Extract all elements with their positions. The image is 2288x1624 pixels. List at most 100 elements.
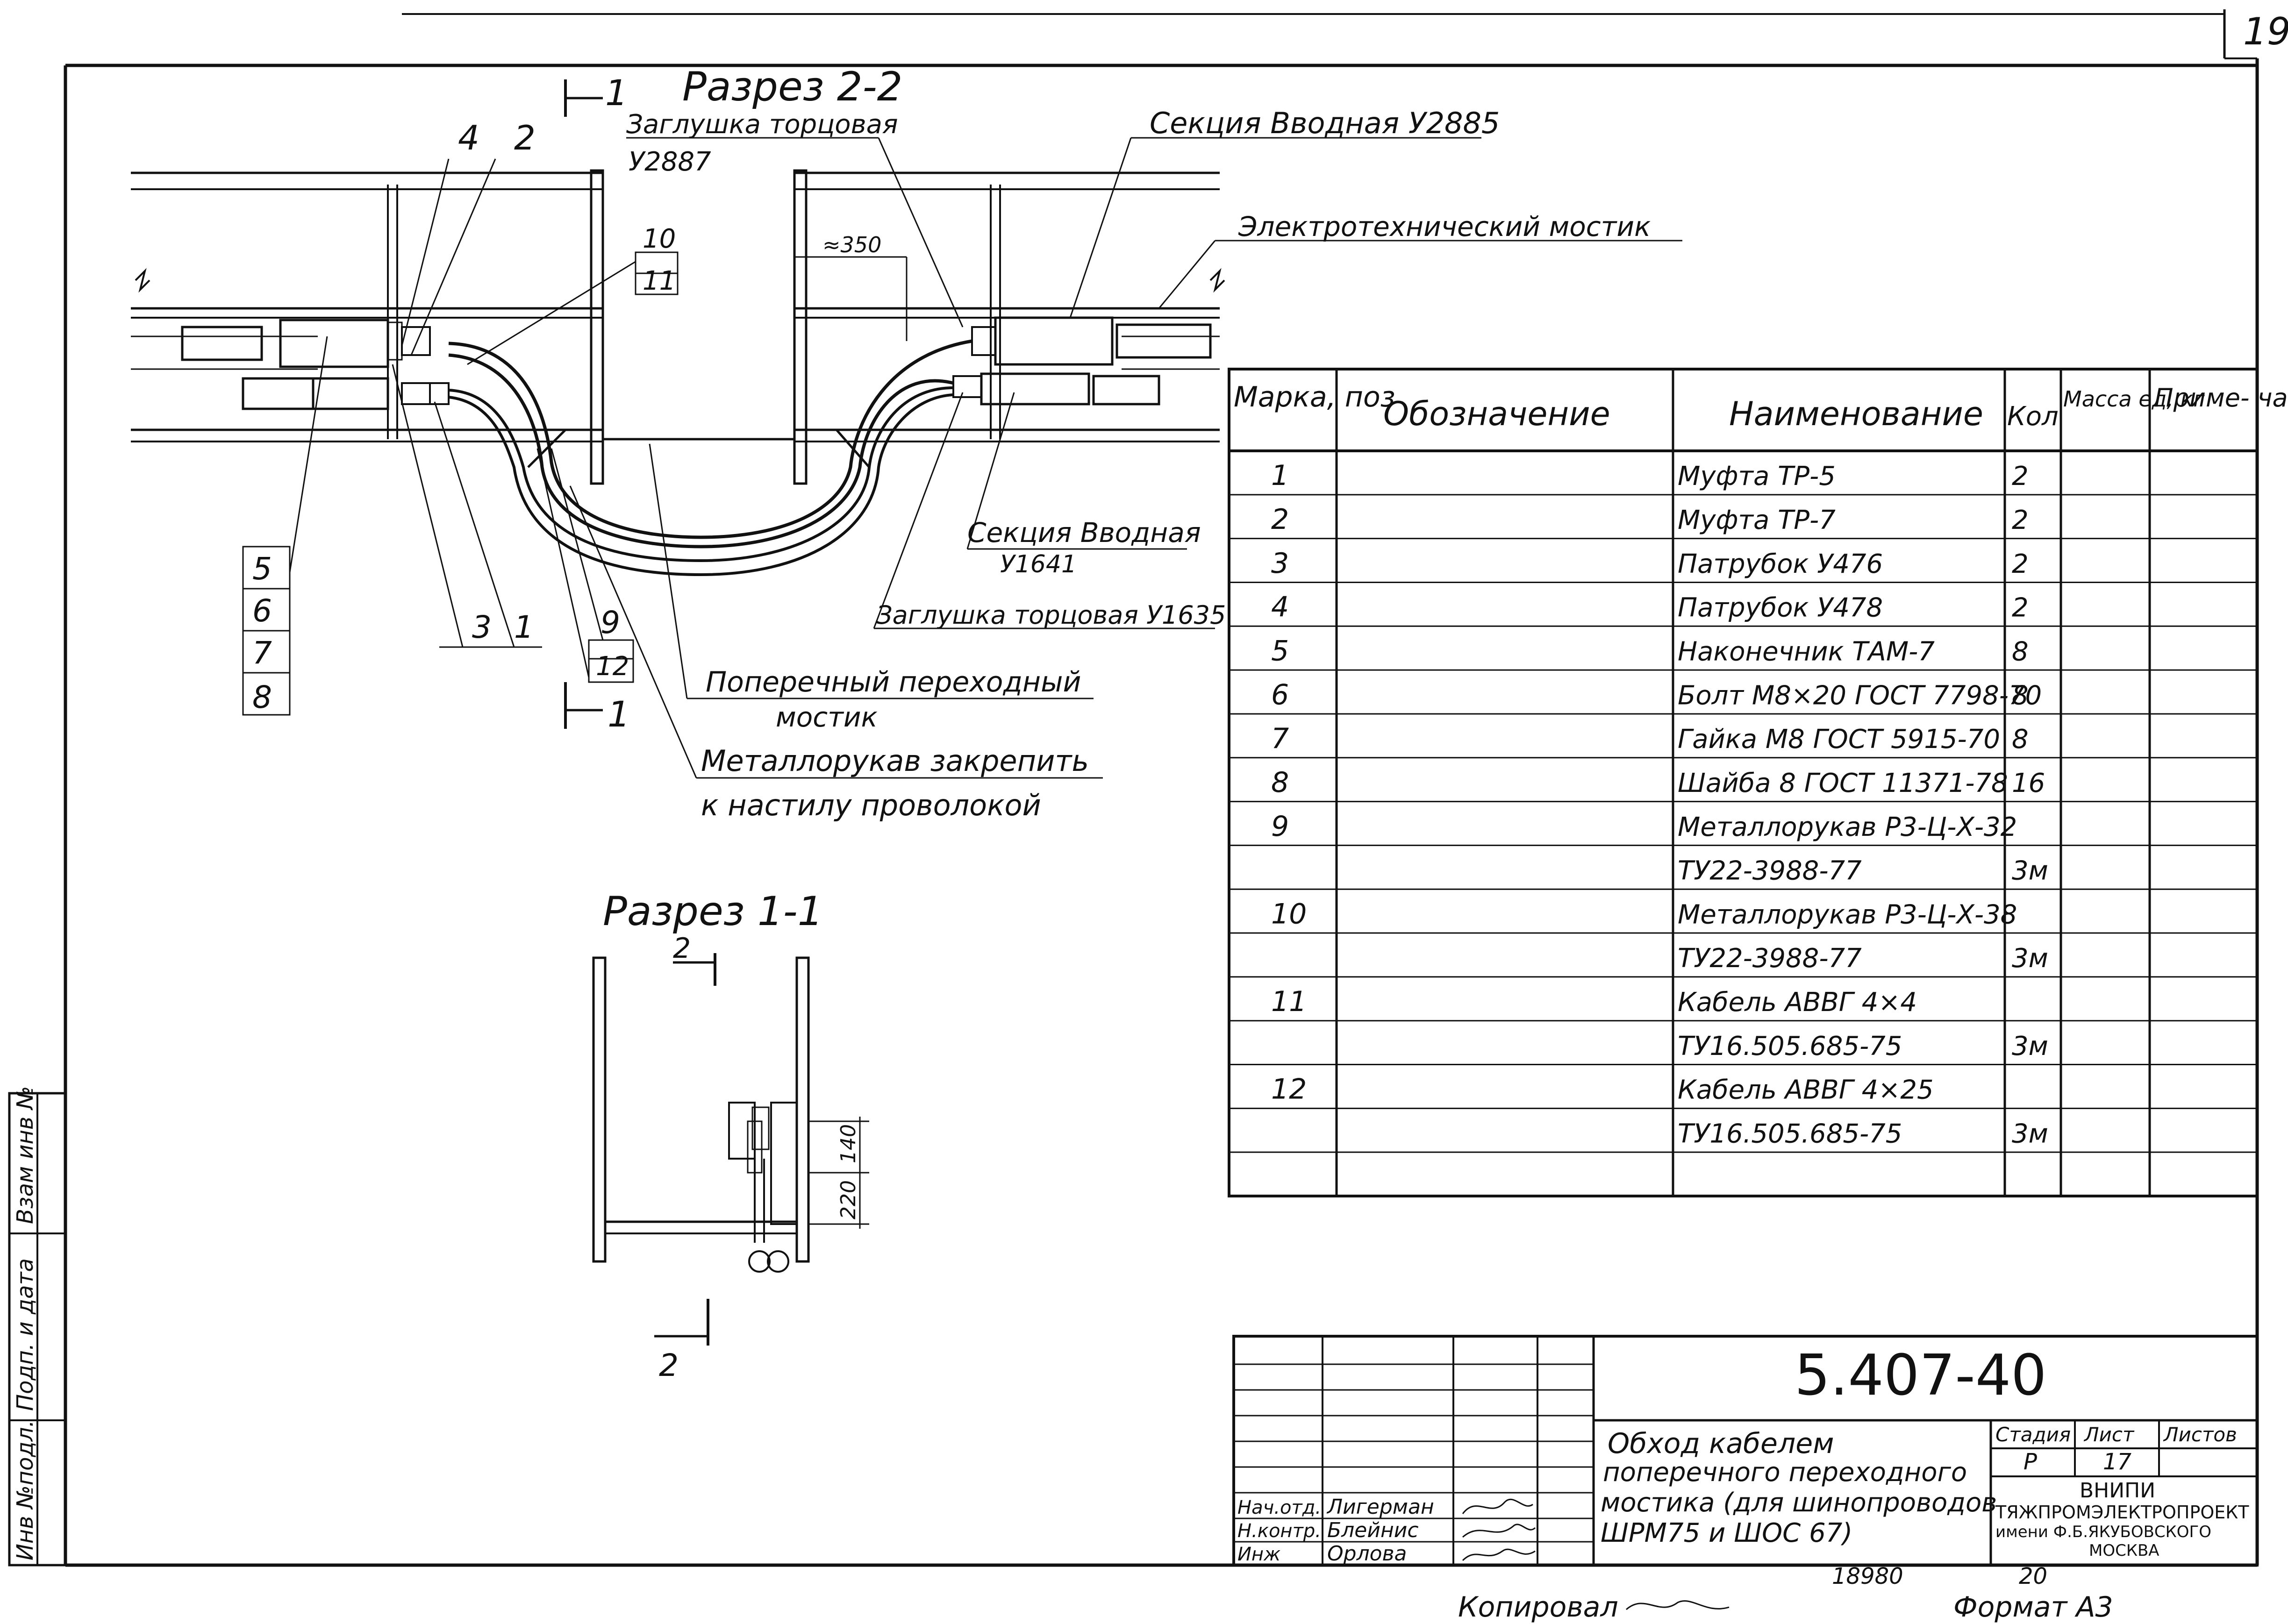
table-cell-pos: 7 bbox=[1271, 722, 1289, 755]
callout-7: 7 bbox=[252, 635, 272, 671]
table-cell-name: Патрубок У476 bbox=[1678, 549, 1883, 579]
table-cell-name: Муфта ТР-5 bbox=[1678, 461, 1836, 491]
org-line-2: ТЯЖПРОМЭЛЕКТРОПРОЕКТ bbox=[1995, 1502, 2249, 1523]
section-2-2-drawing bbox=[131, 169, 1225, 577]
table-cell-name: Наконечник ТАМ-7 bbox=[1678, 636, 1935, 667]
table-cell-qty: 3м bbox=[2012, 943, 2048, 974]
callout-5: 5 bbox=[252, 551, 272, 587]
signatures bbox=[1462, 1498, 1536, 1561]
th-name: Наименование bbox=[1729, 395, 1983, 433]
table-cell-qty: 2 bbox=[2012, 549, 2029, 579]
section-1-1-title: Разрез 1-1 bbox=[603, 888, 823, 935]
cut-marker-1-top-label: 1 bbox=[605, 72, 628, 114]
table-cell-pos: 11 bbox=[1271, 985, 1307, 1018]
title-block bbox=[1232, 1335, 2259, 1567]
table-cell-name: ТУ16.505.685-75 bbox=[1678, 1119, 1902, 1149]
callout-9: 9 bbox=[601, 605, 620, 641]
copier-signature bbox=[1626, 1600, 1730, 1610]
staff-name-2: Блейнис bbox=[1327, 1518, 1419, 1542]
sheet-value: 17 bbox=[2103, 1449, 2132, 1475]
label-input-section-mid: Секция Вводная bbox=[967, 517, 1201, 548]
table-cell-qty: 2 bbox=[2012, 505, 2029, 535]
table-cell-pos: 5 bbox=[1271, 634, 1289, 667]
table-cell-name: ТУ16.505.685-75 bbox=[1678, 1031, 1902, 1061]
th-mass: Масса ед, кг bbox=[2063, 386, 2205, 412]
table-cell-qty: 2 bbox=[2012, 461, 2029, 491]
inv-number: 18980 bbox=[1832, 1563, 1903, 1589]
section-1-1-drawing bbox=[592, 956, 869, 1273]
label-metal-hose-2: к настилу проволокой bbox=[701, 788, 1041, 822]
callout-8: 8 bbox=[252, 679, 272, 715]
callout-3: 3 bbox=[472, 609, 492, 645]
th-note: Приме- чание bbox=[2154, 383, 2288, 413]
table-cell-name: ТУ22-3988-77 bbox=[1678, 856, 1862, 886]
callout-10: 10 bbox=[643, 224, 676, 254]
spec-table bbox=[1228, 368, 2259, 1197]
table-cell-name: Металлорукав Р3-Ц-Х-32 bbox=[1678, 812, 2017, 842]
callout-1: 1 bbox=[514, 609, 534, 645]
label-end-cap-bottom: Заглушка торцовая У1635 bbox=[876, 600, 1226, 630]
callout-4: 4 bbox=[458, 118, 479, 157]
callout-2: 2 bbox=[514, 118, 536, 157]
staff-role-2: Н.контр. bbox=[1237, 1520, 1321, 1542]
table-cell-name: Кабель АВВГ 4×25 bbox=[1678, 1075, 1934, 1105]
label-input-section-top: Секция Вводная У2885 bbox=[1150, 106, 1500, 140]
table-cell-pos: 2 bbox=[1271, 503, 1289, 536]
section-2-2-leaders bbox=[242, 137, 1682, 779]
table-cell-qty: 8 bbox=[2012, 680, 2029, 711]
staff-role-3: Инж bbox=[1237, 1544, 1280, 1565]
table-cell-name: Муфта ТР-7 bbox=[1678, 505, 1836, 535]
th-pos-1: Марка, поз bbox=[1234, 381, 1395, 413]
table-cell-qty: 3м bbox=[2012, 856, 2048, 886]
sheets-label: Листов bbox=[2163, 1423, 2237, 1446]
dim-140: 140 bbox=[837, 1124, 860, 1163]
callout-12: 12 bbox=[596, 651, 629, 682]
staff-name-3: Орлова bbox=[1327, 1542, 1407, 1566]
table-cell-pos: 3 bbox=[1271, 547, 1289, 580]
cut-marker-1-bottom-label: 1 bbox=[608, 693, 630, 735]
side-stamp-inv: Инв №подл. bbox=[12, 1420, 38, 1560]
table-cell-name: Болт М8×20 ГОСТ 7798-70 bbox=[1678, 680, 2042, 711]
table-cell-name: Гайка М8 ГОСТ 5915-70 bbox=[1678, 724, 2000, 755]
table-cell-qty: 2 bbox=[2012, 593, 2029, 623]
staff-role-1: Нач.отд. bbox=[1237, 1497, 1321, 1518]
table-cell-qty: 3м bbox=[2012, 1119, 2048, 1149]
table-cell-pos: 1 bbox=[1271, 459, 1289, 492]
stage-label: Стадия bbox=[1995, 1423, 2071, 1446]
table-cell-qty: 3м bbox=[2012, 1031, 2048, 1061]
stage-value: Р bbox=[2023, 1449, 2037, 1475]
th-designation: Обозначение bbox=[1383, 395, 1610, 433]
label-metal-hose-1: Металлорукав закрепить bbox=[701, 744, 1089, 778]
table-cell-name: Патрубок У478 bbox=[1678, 593, 1883, 623]
cut-marker-1-bottom: 1 bbox=[564, 682, 630, 735]
cut-marker-2-bottom-label: 2 bbox=[659, 1347, 679, 1383]
cut-marker-2-top-label: 2 bbox=[673, 932, 691, 965]
sheet-bottom: 20 bbox=[2019, 1563, 2047, 1589]
table-cell-pos: 9 bbox=[1271, 810, 1289, 843]
title-line-4: ШРМ75 и ШОС 67) bbox=[1601, 1518, 1852, 1548]
section-2-2-title: Разрез 2-2 bbox=[682, 64, 902, 110]
side-stamp: Инв №подл. Подп. и дата Взам инв № bbox=[8, 1086, 67, 1567]
org-line-1: ВНИПИ bbox=[2080, 1479, 2155, 1503]
format-label: Формат А3 bbox=[1953, 1591, 2113, 1624]
table-cell-name: Металлорукав Р3-Ц-Х-38 bbox=[1678, 899, 2017, 930]
label-end-cap-top-code: У2887 bbox=[629, 147, 711, 177]
callout-11: 11 bbox=[643, 266, 676, 296]
table-cell-pos: 6 bbox=[1271, 678, 1289, 711]
org-line-3: имени Ф.Б.ЯКУБОВСКОГО bbox=[1995, 1523, 2211, 1541]
side-stamp-replace: Взам инв № bbox=[12, 1086, 38, 1224]
table-cell-name: Кабель АВВГ 4×4 bbox=[1678, 987, 1917, 1018]
table-cell-name: ТУ22-3988-77 bbox=[1678, 943, 1862, 974]
title-line-1: Обход кабелем bbox=[1608, 1427, 1834, 1460]
th-qty: Кол bbox=[2007, 401, 2059, 432]
table-cell-pos: 8 bbox=[1271, 766, 1289, 799]
label-end-cap-top: Заглушка торцовая bbox=[626, 109, 898, 140]
org-line-4: МОСКВА bbox=[2089, 1541, 2159, 1560]
table-cell-qty: 8 bbox=[2012, 636, 2029, 667]
doc-number: 5.407-40 bbox=[1795, 1343, 2047, 1408]
table-cell-name: Шайба 8 ГОСТ 11371-78 bbox=[1678, 768, 2008, 798]
dim-220: 220 bbox=[837, 1180, 860, 1219]
cut-marker-1-top: 1 bbox=[564, 72, 628, 117]
